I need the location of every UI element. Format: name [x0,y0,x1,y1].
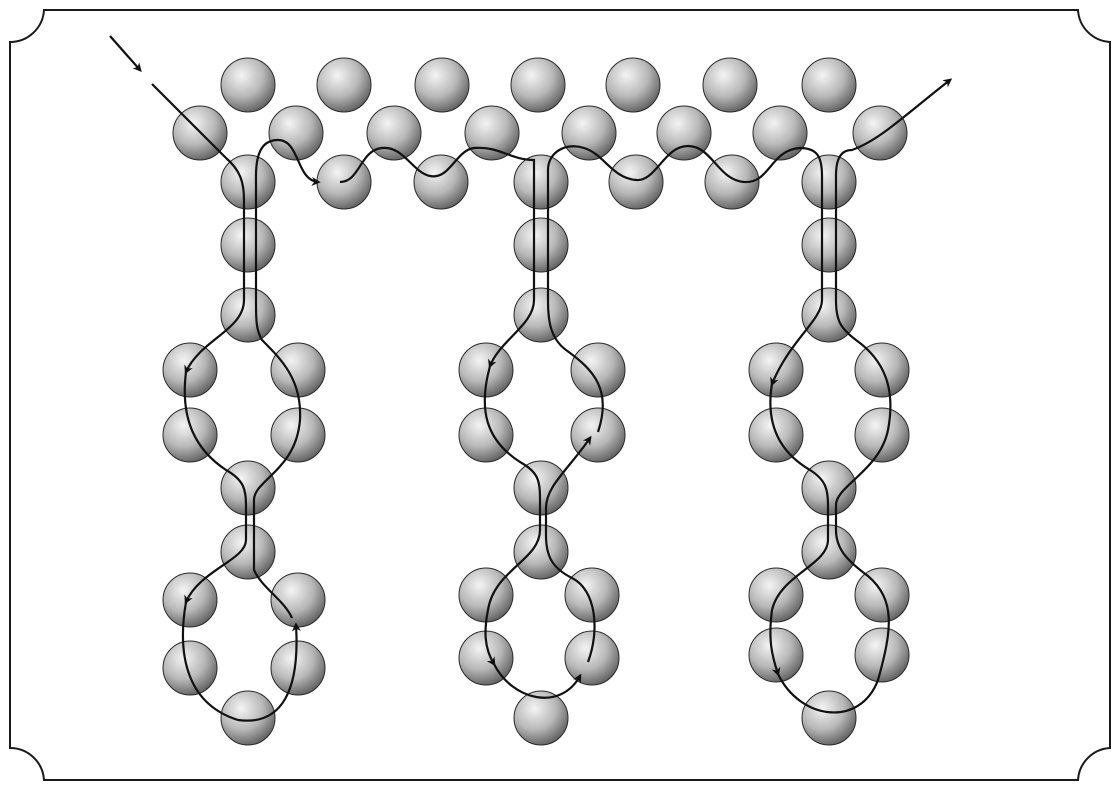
sieve-bead [367,106,421,160]
sieve-bead [802,691,856,745]
sieve-bead [465,106,519,160]
sieve-bead [514,155,568,209]
sieve-bead [163,573,217,627]
sieve-bead [271,343,325,397]
sieve-bead [514,691,568,745]
sieve-bead [221,155,275,209]
sieve-bead [571,343,625,397]
sieve-bead [855,408,909,462]
sieve-bead [749,343,803,397]
sieve-bead [221,691,275,745]
sieve-bead [317,58,371,112]
sieve-bead [221,525,275,579]
sieve-bead [415,58,469,112]
sieve-bead [163,343,217,397]
sieve-bead [749,628,803,682]
sieve-bead [606,58,660,112]
sieve-bead [802,218,856,272]
sieve-bead [609,155,663,209]
sieve-bead [414,155,468,209]
sieve-bead [511,58,565,112]
sieve-bead [749,568,803,622]
sieve-bead [565,568,619,622]
sieve-bead [269,106,323,160]
sieve-bead [565,631,619,685]
sieve-bead [221,58,275,112]
sieve-bead [802,155,856,209]
sieve-bead [853,106,907,160]
sieve-bead [753,106,807,160]
sieve-bead [163,641,217,695]
sieve-bead [514,218,568,272]
sieve-bead [221,218,275,272]
sieve-bead [802,58,856,112]
sieve-bead [221,288,275,342]
sieve-bead [855,628,909,682]
sieve-bead [703,58,757,112]
sieve-bead [221,461,275,515]
sieve-bead [271,641,325,695]
sieve-bead [163,408,217,462]
sieve-bead [562,106,616,160]
sieve-bead [514,288,568,342]
